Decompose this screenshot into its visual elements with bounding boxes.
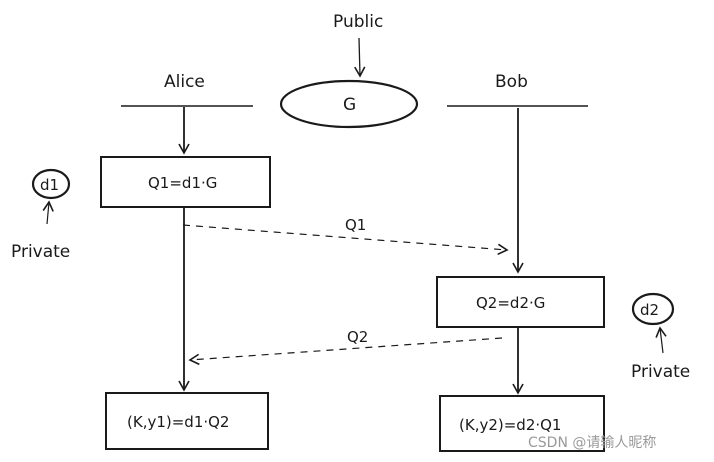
watermark: CSDN @请输人昵称 <box>528 435 656 451</box>
alice-result-box <box>105 392 269 450</box>
public-g-label: G <box>343 95 356 115</box>
bob-q2-box <box>436 276 605 328</box>
public-label: Public <box>333 12 383 32</box>
private-right-label: Private <box>631 362 690 382</box>
alice-result-text: (K,y1)=d1·Q2 <box>127 413 229 431</box>
d2-private-circle <box>631 292 675 326</box>
public-arrow <box>354 37 366 78</box>
d1-text: d1 <box>40 176 59 194</box>
alice-q1-box <box>100 156 271 208</box>
d1-private-circle <box>31 168 71 200</box>
bob-result-text: (K,y2)=d2·Q1 <box>459 416 561 434</box>
q2-message-arrow <box>188 337 503 366</box>
alice-q1-text: Q1=d1·G <box>148 174 217 192</box>
d2-private-arrow <box>655 326 667 354</box>
alice-label: Alice <box>164 72 205 92</box>
public-g-ellipse <box>279 79 419 129</box>
q1-message-label: Q1 <box>345 216 366 234</box>
bob-result-box <box>439 395 605 452</box>
q2-message-label: Q2 <box>347 328 368 346</box>
q1-message-arrow <box>182 224 509 256</box>
bob-q2-text: Q2=d2·G <box>476 294 545 312</box>
private-left-label: Private <box>11 242 70 262</box>
bob-label: Bob <box>495 72 528 92</box>
d1-private-arrow <box>42 200 54 225</box>
d2-text: d2 <box>640 301 659 319</box>
